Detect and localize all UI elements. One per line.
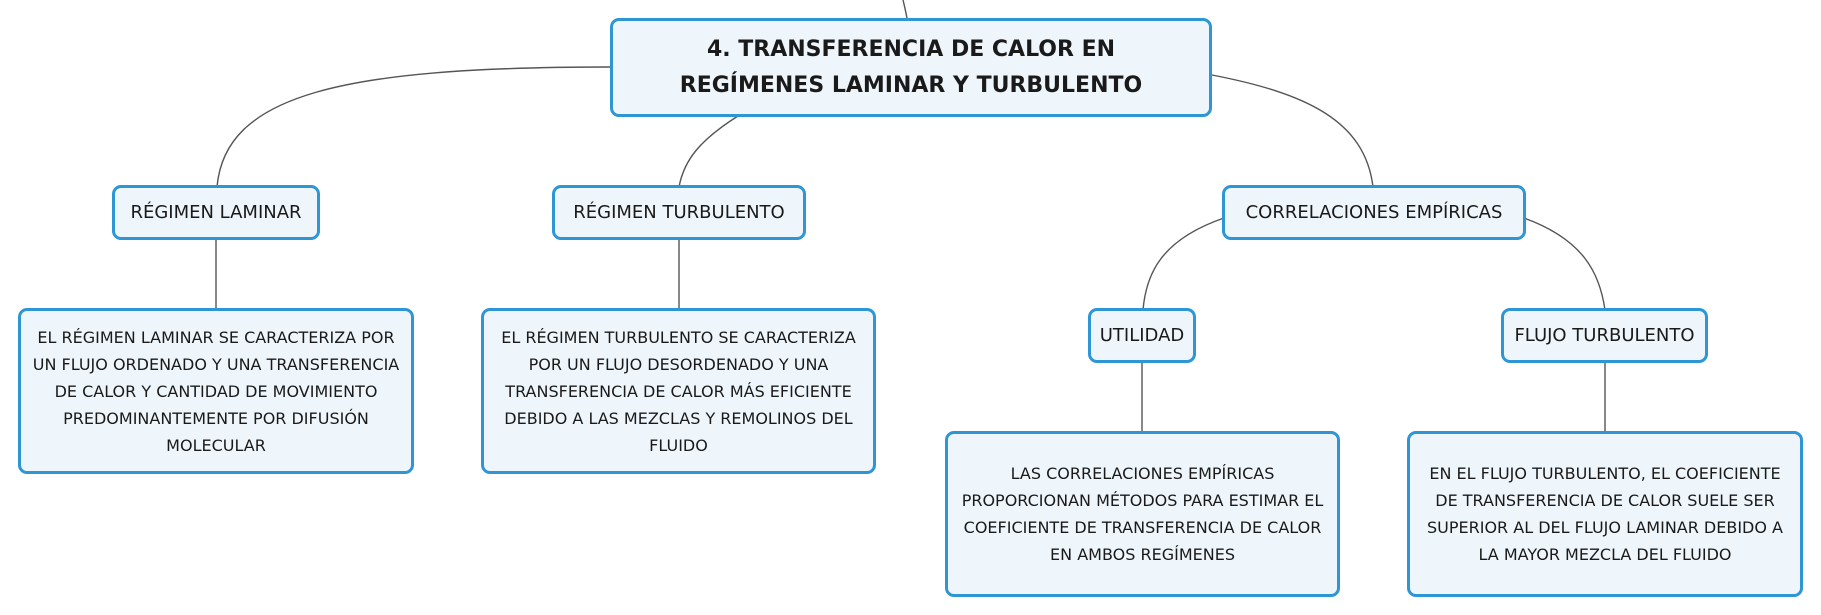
topic-flujo-turbulento[interactable]: FLUJO TURBULENTO	[1501, 308, 1708, 363]
topic-correlaciones-empiricas[interactable]: CORRELACIONES EMPÍRICAS	[1222, 185, 1526, 240]
topic-regimen-laminar-label: RÉGIMEN LAMINAR	[130, 201, 302, 223]
connector-correlaciones-flujo	[1523, 217, 1606, 311]
connector-main-correlaciones	[1211, 74, 1374, 188]
topic-flujo-turbulento-label: FLUJO TURBULENTO	[1514, 324, 1695, 346]
connector-main-turbulento	[678, 115, 739, 188]
main-topic-label: 4. TRANSFERENCIA DE CALOR EN REGÍMENES L…	[679, 36, 1143, 98]
desc-regimen-turbulento[interactable]: EL RÉGIMEN TURBULENTO SE CARACTERIZA POR…	[481, 308, 876, 474]
desc-flujo-turbulento[interactable]: EN EL FLUJO TURBULENTO, EL COEFICIENTE D…	[1407, 431, 1803, 597]
connector-main-laminar	[216, 66, 611, 188]
topic-correlaciones-empiricas-label: CORRELACIONES EMPÍRICAS	[1245, 201, 1503, 223]
topic-regimen-laminar[interactable]: RÉGIMEN LAMINAR	[112, 185, 320, 240]
connector-parent	[902, 0, 908, 19]
main-topic[interactable]: 4. TRANSFERENCIA DE CALOR EN REGÍMENES L…	[610, 18, 1212, 117]
topic-regimen-turbulento-label: RÉGIMEN TURBULENTO	[573, 201, 785, 223]
desc-utilidad[interactable]: LAS CORRELACIONES EMPÍRICAS PROPORCIONAN…	[945, 431, 1340, 597]
desc-regimen-laminar-text: EL RÉGIMEN LAMINAR SE CARACTERIZA POR UN…	[32, 327, 400, 455]
connector-correlaciones-utilidad	[1142, 217, 1225, 311]
desc-regimen-turbulento-text: EL RÉGIMEN TURBULENTO SE CARACTERIZA POR…	[501, 327, 856, 455]
desc-flujo-turbulento-text: EN EL FLUJO TURBULENTO, EL COEFICIENTE D…	[1427, 464, 1783, 564]
topic-regimen-turbulento[interactable]: RÉGIMEN TURBULENTO	[552, 185, 806, 240]
topic-utilidad[interactable]: UTILIDAD	[1088, 308, 1196, 363]
desc-utilidad-text: LAS CORRELACIONES EMPÍRICAS PROPORCIONAN…	[961, 464, 1324, 564]
topic-utilidad-label: UTILIDAD	[1099, 324, 1185, 346]
desc-regimen-laminar[interactable]: EL RÉGIMEN LAMINAR SE CARACTERIZA POR UN…	[18, 308, 414, 474]
